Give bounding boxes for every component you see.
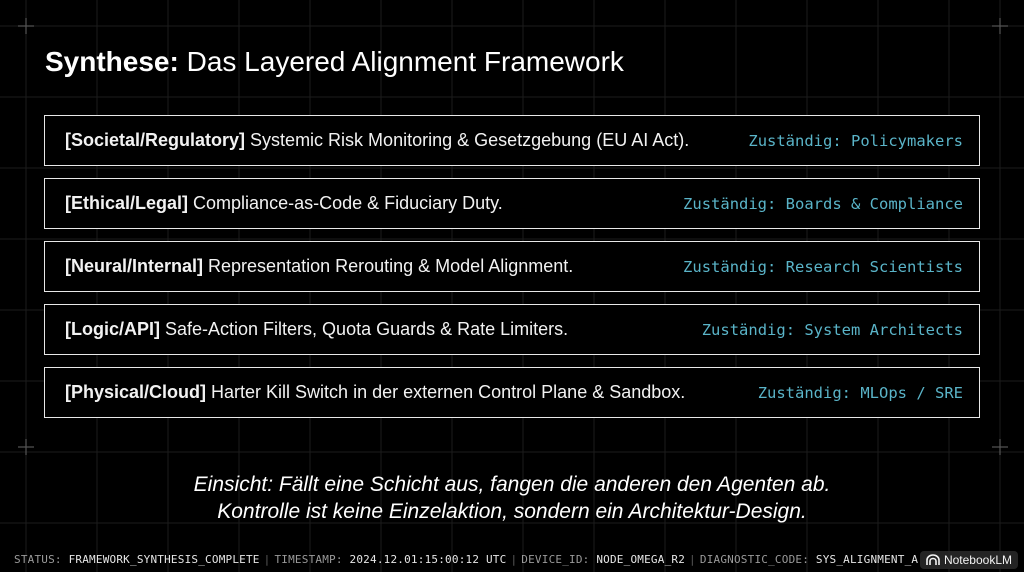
- layer-owner: Zuständig: Policymakers: [748, 131, 963, 150]
- layer-neural-internal: [Neural/Internal] Representation Rerouti…: [44, 241, 980, 292]
- layer-description: [Neural/Internal] Representation Rerouti…: [65, 256, 573, 277]
- layer-description: [Physical/Cloud] Harter Kill Switch in d…: [65, 382, 685, 403]
- status-bar: STATUS: FRAMEWORK_SYNTHESIS_COMPLETE|TIM…: [14, 553, 944, 566]
- notebooklm-watermark: NotebookLM: [919, 551, 1018, 569]
- notebooklm-logo-icon: [926, 554, 940, 566]
- layer-list: [Societal/Regulatory] Systemic Risk Moni…: [44, 115, 980, 430]
- timestamp-value: 2024.12.01:15:00:12 UTC: [349, 553, 507, 566]
- insight-line-1: Einsicht: Fällt eine Schicht aus, fangen…: [193, 473, 831, 496]
- layer-text: Representation Rerouting & Model Alignme…: [203, 256, 574, 276]
- layer-description: [Logic/API] Safe-Action Filters, Quota G…: [65, 319, 568, 340]
- page-title-bold: Synthese:: [45, 46, 179, 77]
- status-label: STATUS:: [14, 553, 62, 566]
- insight-caption: Einsicht: Fällt eine Schicht aus, fangen…: [0, 471, 1024, 525]
- layer-tag: [Logic/API]: [65, 319, 160, 339]
- page-title-rest: Das Layered Alignment Framework: [178, 46, 624, 77]
- status-separator: |: [689, 553, 696, 566]
- status-separator: |: [510, 553, 518, 566]
- insight-line-2: Kontrolle ist keine Einzelaktion, sonder…: [217, 500, 807, 523]
- layer-text: Safe-Action Filters, Quota Guards & Rate…: [160, 319, 569, 339]
- layer-tag: [Neural/Internal]: [65, 256, 204, 276]
- layer-text: Systemic Risk Monitoring & Gesetzgebung …: [245, 130, 690, 150]
- layer-tag: [Physical/Cloud]: [65, 382, 207, 402]
- diagnostic-label: DIAGNOSTIC_CODE:: [699, 553, 810, 566]
- watermark-label: NotebookLM: [943, 553, 1012, 567]
- layer-tag: [Societal/Regulatory]: [65, 130, 246, 150]
- layer-owner: Zuständig: MLOps / SRE: [757, 383, 963, 402]
- device-label: DEVICE_ID:: [521, 553, 590, 566]
- layer-logic-api: [Logic/API] Safe-Action Filters, Quota G…: [44, 304, 980, 355]
- device-value: NODE_OMEGA_R2: [596, 553, 686, 566]
- layer-description: [Societal/Regulatory] Systemic Risk Moni…: [65, 130, 689, 151]
- status-separator: |: [263, 553, 271, 566]
- layer-owner: Zuständig: System Architects: [701, 320, 963, 339]
- page-title: Synthese: Das Layered Alignment Framewor…: [45, 44, 624, 80]
- layer-description: [Ethical/Legal] Compliance-as-Code & Fid…: [65, 193, 503, 214]
- layer-owner: Zuständig: Boards & Compliance: [683, 194, 963, 213]
- diagnostic-value: SYS_ALIGNMENT_A: [815, 553, 919, 566]
- layer-owner: Zuständig: Research Scientists: [683, 257, 963, 276]
- layer-tag: [Ethical/Legal]: [65, 193, 189, 213]
- timestamp-label: TIMESTAMP:: [274, 553, 343, 566]
- status-value: FRAMEWORK_SYNTHESIS_COMPLETE: [68, 553, 260, 566]
- layer-physical-cloud: [Physical/Cloud] Harter Kill Switch in d…: [44, 367, 980, 418]
- layer-text: Compliance-as-Code & Fiduciary Duty.: [188, 193, 503, 213]
- layer-ethical-legal: [Ethical/Legal] Compliance-as-Code & Fid…: [44, 178, 980, 229]
- layer-text: Harter Kill Switch in der externen Contr…: [206, 382, 686, 402]
- layer-societal-regulatory: [Societal/Regulatory] Systemic Risk Moni…: [44, 115, 980, 166]
